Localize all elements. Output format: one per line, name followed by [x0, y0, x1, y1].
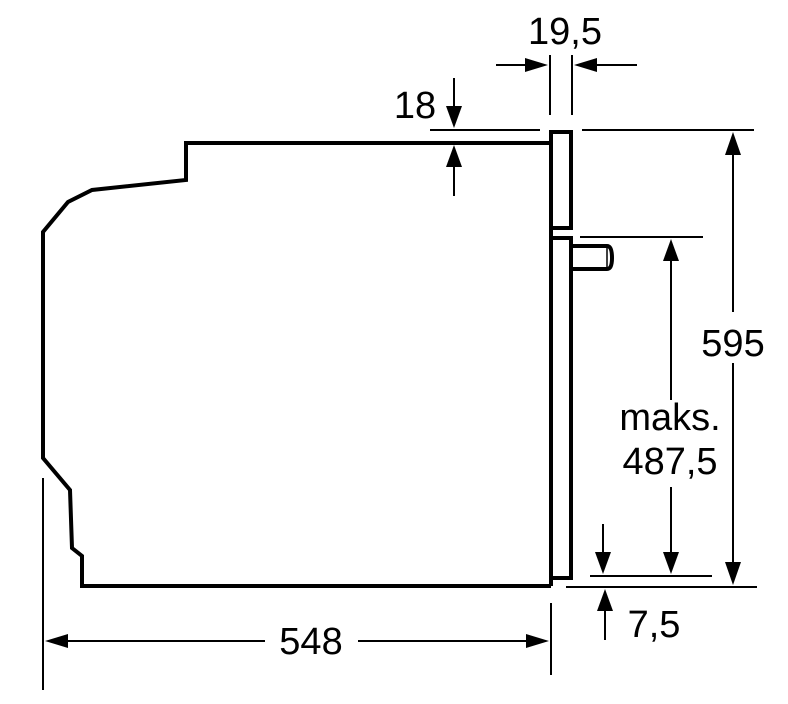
bottom-offset-label: 7,5: [628, 604, 681, 646]
dimension-total-height: 595: [566, 129, 765, 588]
max-height-label-line1: maks.: [619, 397, 720, 439]
max-height-label-line2: 487,5: [622, 441, 717, 483]
depth-label: 548: [279, 621, 342, 663]
total-height-label: 595: [701, 323, 764, 365]
dimension-max-height: maks. 487,5: [580, 236, 721, 577]
dimension-bottom-offset: 7,5: [595, 524, 680, 646]
oven-door: [549, 130, 573, 586]
dimension-door-thickness: 19,5: [496, 11, 637, 115]
dimension-top-gap: 18: [394, 78, 540, 196]
door-handle: [571, 244, 615, 271]
door-thickness-label: 19,5: [528, 11, 602, 53]
top-gap-label: 18: [394, 85, 436, 127]
oven-body-outline: [41, 141, 551, 588]
dimension-depth: 548: [42, 478, 552, 690]
